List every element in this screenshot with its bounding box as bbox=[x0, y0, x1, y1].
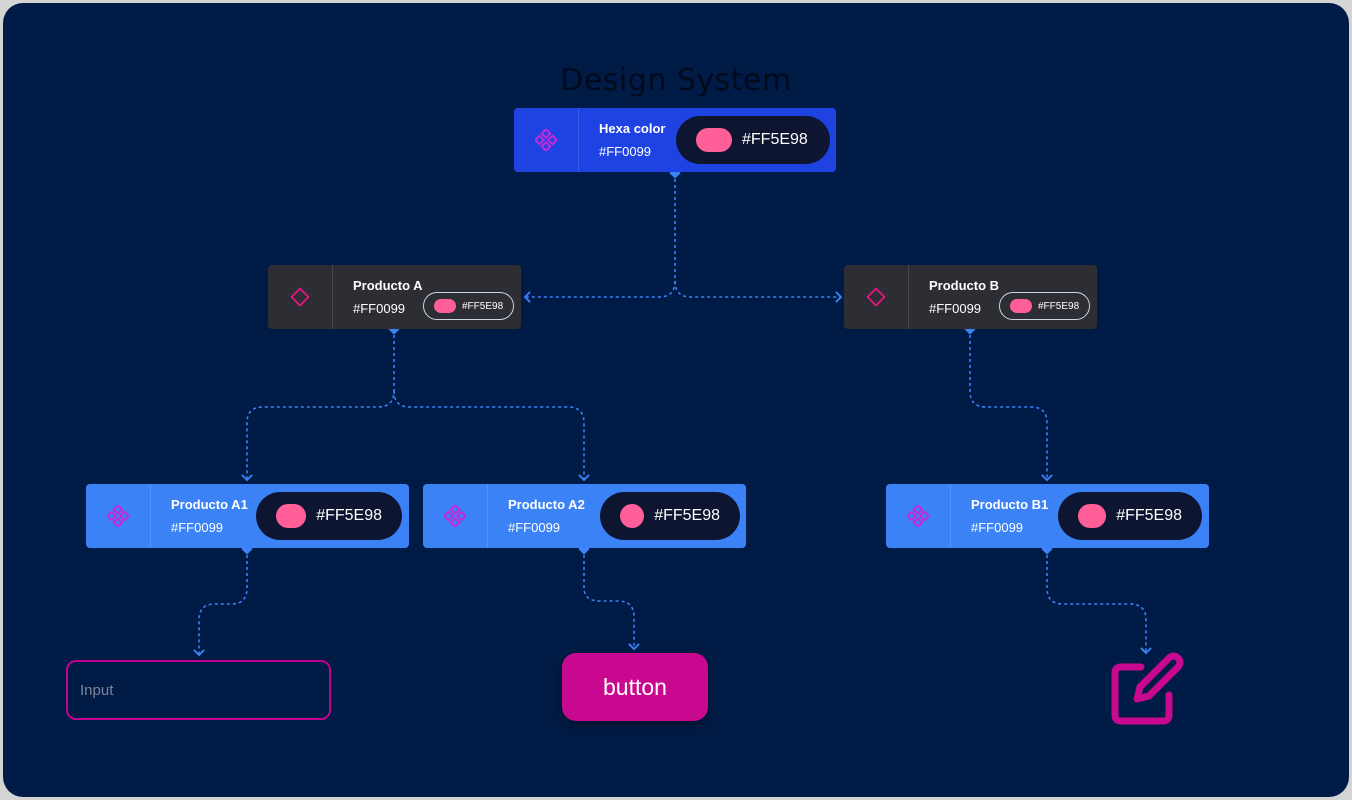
color-swatch bbox=[276, 504, 307, 528]
node-name: Hexa color bbox=[599, 121, 666, 136]
page-title: Design System bbox=[560, 63, 792, 98]
connector-a1-to-input bbox=[193, 549, 248, 657]
node-hex: #FF0099 bbox=[353, 301, 406, 316]
sample-button[interactable]: button bbox=[562, 653, 708, 721]
node-hex: #FF0099 bbox=[508, 520, 561, 535]
component-icon bbox=[423, 484, 488, 548]
edit-icon[interactable] bbox=[1107, 651, 1185, 729]
component-icon bbox=[86, 484, 151, 548]
component-icon bbox=[886, 484, 951, 548]
node-hexa-color[interactable]: Hexa color #FF0099 #FF5E98 bbox=[514, 108, 836, 172]
instance-diamond-icon bbox=[268, 265, 333, 329]
color-swatch bbox=[1010, 299, 1032, 313]
swatch-value: #FF5E98 bbox=[1116, 507, 1182, 524]
color-swatch bbox=[1078, 504, 1107, 528]
color-swatch bbox=[696, 128, 732, 152]
connector-root-to-a bbox=[523, 173, 676, 303]
swatch-value: #FF5E98 bbox=[654, 507, 720, 524]
node-producto-a2[interactable]: Producto A2 #FF0099 #FF5E98 bbox=[423, 484, 746, 548]
connector-b1-to-edit bbox=[1046, 549, 1152, 655]
node-name: Producto B bbox=[929, 278, 1000, 293]
connector-root-to-b bbox=[674, 280, 843, 303]
color-pill: #FF5E98 bbox=[676, 116, 830, 164]
color-pill: #FF5E98 bbox=[256, 492, 402, 540]
canvas: Design System bbox=[3, 3, 1349, 797]
color-pill: #FF5E98 bbox=[999, 292, 1091, 320]
input-field[interactable]: Input bbox=[66, 660, 331, 720]
swatch-value: #FF5E98 bbox=[316, 507, 382, 524]
instance-diamond-icon bbox=[844, 265, 909, 329]
color-pill: #FF5E98 bbox=[423, 292, 515, 320]
color-pill: #FF5E98 bbox=[1058, 492, 1202, 540]
color-swatch bbox=[434, 299, 456, 313]
node-producto-a[interactable]: Producto A #FF0099 #FF5E98 bbox=[268, 265, 521, 329]
swatch-value: #FF5E98 bbox=[742, 131, 808, 148]
node-producto-a1[interactable]: Producto A1 #FF0099 #FF5E98 bbox=[86, 484, 409, 548]
connector-b-to-b1 bbox=[969, 329, 1053, 482]
node-producto-b1[interactable]: Producto B1 #FF0099 #FF5E98 bbox=[886, 484, 1209, 548]
swatch-value: #FF5E98 bbox=[1038, 300, 1080, 312]
connector-a2-to-button bbox=[583, 549, 640, 651]
node-hex: #FF0099 bbox=[971, 520, 1024, 535]
node-name: Producto A bbox=[353, 278, 423, 293]
node-name: Producto B1 bbox=[971, 497, 1049, 512]
component-icon bbox=[514, 108, 579, 172]
node-producto-b[interactable]: Producto B #FF0099 #FF5E98 bbox=[844, 265, 1097, 329]
color-swatch bbox=[620, 504, 645, 528]
connector-a-to-a2 bbox=[393, 390, 590, 482]
color-pill: #FF5E98 bbox=[600, 492, 740, 540]
node-hex: #FF0099 bbox=[599, 144, 652, 159]
node-hex: #FF0099 bbox=[171, 520, 224, 535]
node-name: Producto A1 bbox=[171, 497, 248, 512]
node-name: Producto A2 bbox=[508, 497, 585, 512]
node-hex: #FF0099 bbox=[929, 301, 982, 316]
swatch-value: #FF5E98 bbox=[462, 300, 504, 312]
connector-a-to-a1 bbox=[241, 329, 395, 482]
